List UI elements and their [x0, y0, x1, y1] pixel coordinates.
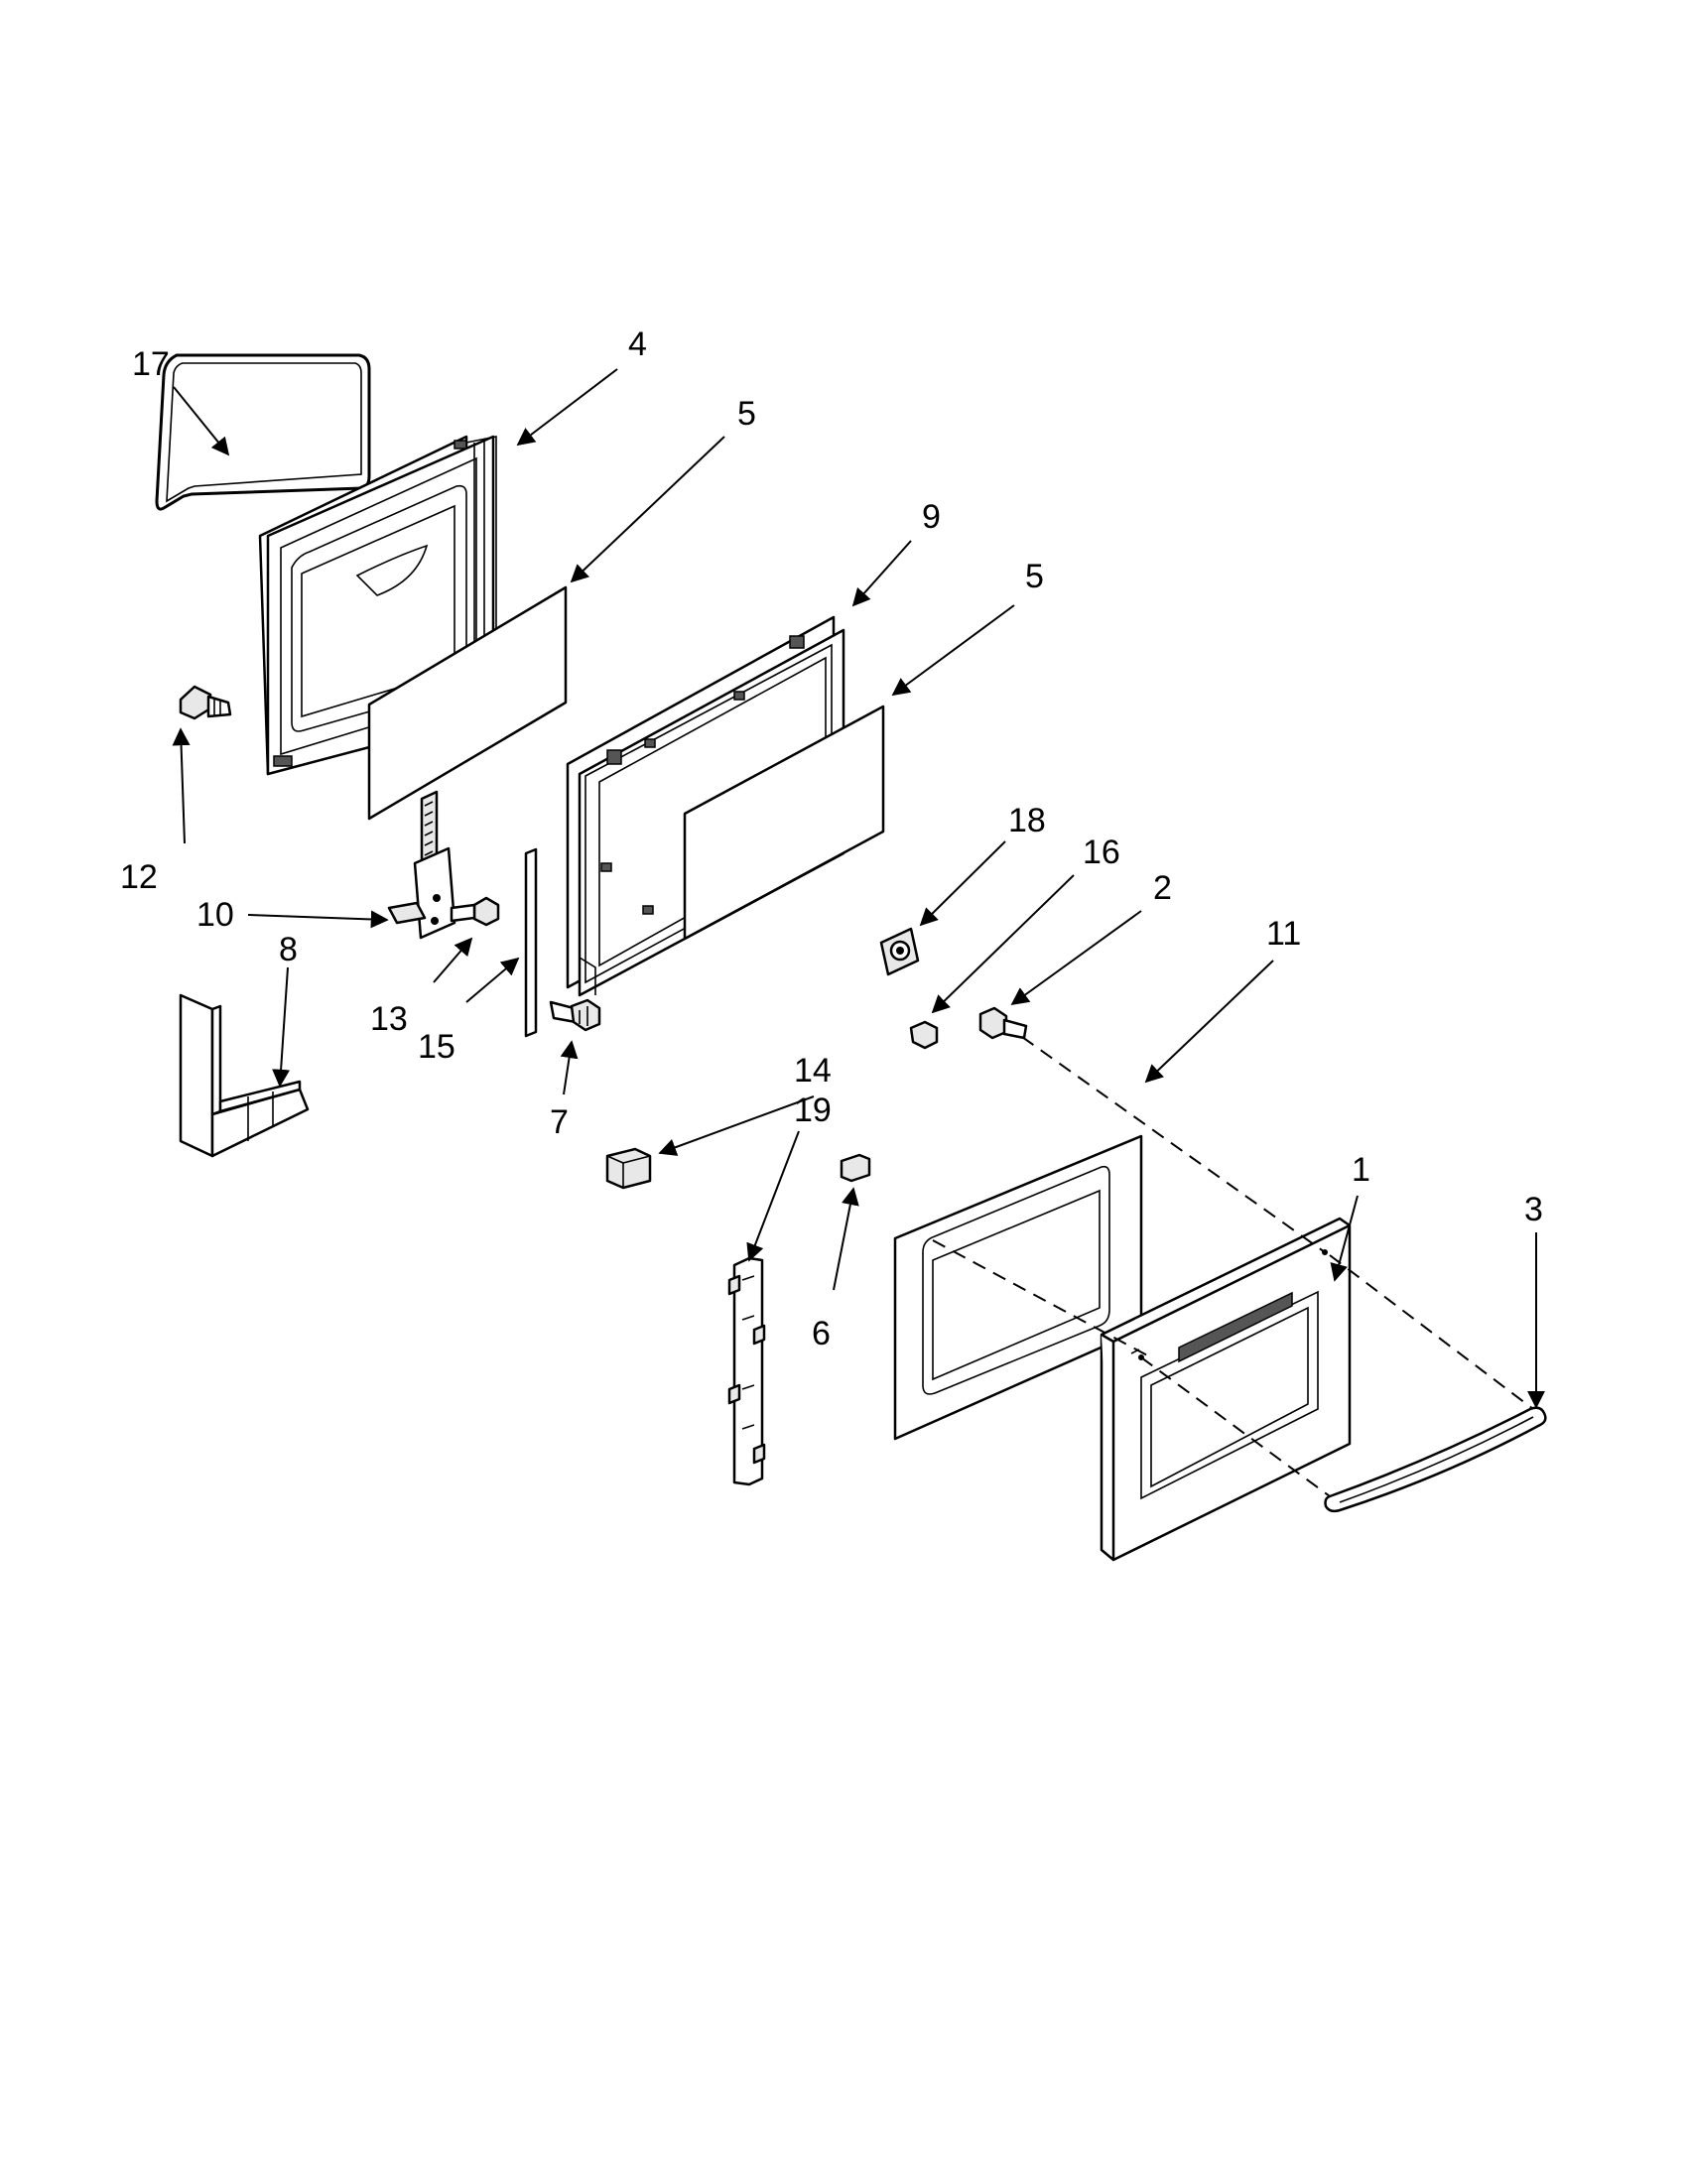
part-16-nut [909, 1020, 939, 1050]
part-11-outer-glass [893, 1134, 1143, 1441]
callout-labels: 17 4 5 12 10 8 13 15 7 9 5 18 16 2 11 14… [120, 325, 1543, 1352]
part-1-outer-door [1100, 1217, 1352, 1562]
callout-8: 8 [279, 931, 298, 968]
callout-2: 2 [1153, 869, 1172, 907]
part-3-door-handle [1324, 1406, 1547, 1513]
part-13-hinge-screw [450, 896, 500, 927]
callout-4: 4 [628, 325, 647, 363]
callout-19: 19 [794, 1092, 832, 1129]
callout-3: 3 [1524, 1191, 1543, 1228]
callout-12: 12 [120, 858, 158, 896]
part-5-glass-panel-a [367, 585, 568, 821]
part-18-knob [879, 927, 920, 976]
part-6-clip [840, 1153, 871, 1183]
alignment-lines [932, 1036, 1534, 1497]
part-15-side-trim [524, 847, 538, 1038]
callout-13: 13 [370, 1000, 408, 1038]
part-12-screw [179, 685, 232, 720]
callout-5-a: 5 [737, 395, 756, 433]
part-17-door-gasket [155, 353, 371, 511]
part-8-door-channel [179, 993, 310, 1158]
part-10-hinge-lever [387, 901, 427, 925]
callout-1: 1 [1352, 1151, 1370, 1189]
part-14-clip [605, 1147, 652, 1190]
callout-14: 14 [794, 1052, 832, 1090]
callout-5-b: 5 [1025, 558, 1044, 595]
callout-15: 15 [418, 1028, 455, 1066]
callout-18: 18 [1008, 802, 1046, 839]
callout-16: 16 [1083, 834, 1120, 871]
callout-10: 10 [196, 896, 234, 934]
callout-6: 6 [812, 1315, 831, 1352]
part-7-screw [549, 998, 601, 1032]
callout-9: 9 [922, 498, 941, 536]
part-19-side-channel [727, 1256, 766, 1486]
callout-11: 11 [1266, 915, 1301, 953]
callout-7: 7 [550, 1103, 569, 1141]
part-2-screw [978, 1006, 1028, 1040]
part-5-glass-panel-b [683, 705, 885, 941]
leader-lines [172, 368, 1545, 1409]
callout-17: 17 [132, 345, 170, 383]
